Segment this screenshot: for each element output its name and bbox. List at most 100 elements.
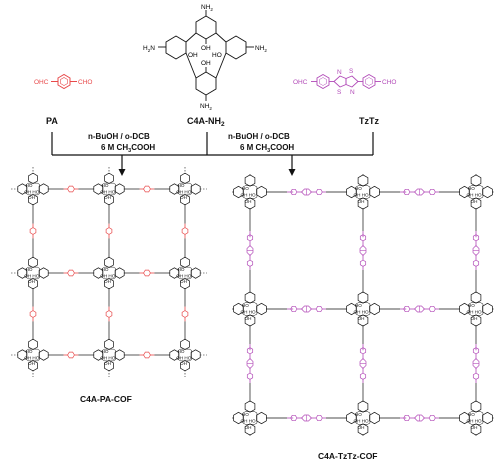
aryl-ring	[93, 183, 104, 195]
tztz-linker	[359, 208, 367, 293]
tztz-label: TzTz	[359, 116, 379, 126]
aryl-ring	[190, 349, 201, 361]
aryl-ring	[244, 400, 256, 413]
aryl-ring	[256, 185, 267, 199]
node-oh-label: OH HO	[176, 273, 191, 278]
c4a-nh2-right: NH2	[255, 45, 267, 53]
tztz-ohc-label: OHC	[293, 79, 308, 86]
node-oh-label: OH HO	[241, 419, 256, 424]
aryl-ring	[244, 291, 256, 304]
aryl-ring	[357, 400, 369, 413]
aryl-ring	[38, 267, 49, 279]
node-oh-label: OH	[471, 425, 478, 430]
aryl-ring	[244, 174, 256, 187]
node-oh-label: OH HO	[467, 310, 482, 315]
aryl-ring	[233, 411, 244, 425]
aryl-ring	[28, 193, 38, 206]
pa-monomer	[51, 73, 77, 90]
c4a-oh-2: OH	[188, 52, 198, 59]
right-conditions-line1: n-BuOH / o-DCB	[228, 132, 290, 141]
aryl-ring	[459, 185, 470, 199]
methylene-bridge	[242, 185, 258, 199]
pa-linker	[29, 204, 37, 258]
aryl-ring	[346, 411, 357, 425]
pa-linker	[48, 351, 94, 359]
tztz-n-top: N	[337, 69, 342, 76]
aryl-ring	[459, 411, 470, 425]
aryl-ring	[482, 302, 493, 316]
aryl-ring	[180, 256, 190, 269]
node-oh-label: OH HO	[467, 419, 482, 424]
aryl-ring	[190, 267, 201, 279]
node-oh-label: OH	[358, 316, 365, 321]
node-ho-label: HO	[468, 186, 475, 191]
pa-linker	[181, 204, 189, 258]
tztz-n-bottom: N	[350, 89, 355, 96]
aryl-ring	[190, 183, 201, 195]
methylene-bridge	[178, 348, 192, 362]
node-oh-label: OH	[104, 279, 111, 284]
aryl-ring	[28, 172, 38, 185]
aryl-ring	[357, 197, 369, 210]
aryl-ring	[104, 359, 114, 372]
node-ho-label: HO	[468, 303, 475, 308]
pa-cho-left-label: OHC	[34, 79, 49, 86]
tztz-s-top: S	[349, 68, 354, 75]
tztz-s-bottom: S	[337, 89, 342, 96]
node-oh-label: OH	[358, 425, 365, 430]
tztz-monomer	[311, 73, 381, 90]
node-oh-label: OH HO	[24, 355, 39, 360]
aryl-ring	[357, 423, 369, 436]
methylene-bridge	[355, 302, 371, 316]
aryl-ring	[357, 174, 369, 187]
aryl-ring	[470, 423, 482, 436]
c4a-oh-1: OH	[201, 45, 211, 52]
aryl-ring	[233, 185, 244, 199]
aryl-ring	[180, 359, 190, 372]
c4a-label: C4A-NH2	[187, 116, 225, 128]
aryl-ring	[346, 302, 357, 316]
left-conditions-line1: n-BuOH / o-DCB	[88, 132, 150, 141]
aryl-ring	[114, 267, 125, 279]
c4a-tztz-cof-label: C4A-TzTz-COF	[318, 451, 378, 461]
tztz-cho-label: CHO	[382, 79, 396, 86]
methylene-bridge	[26, 182, 40, 196]
node-oh-label: OH HO	[241, 310, 256, 315]
aryl-ring	[470, 291, 482, 304]
tztz-linker	[379, 305, 460, 313]
methylene-bridge	[468, 411, 484, 425]
node-ho-label: HO	[355, 186, 362, 191]
tztz-linker	[359, 325, 367, 402]
node-oh-label: OH HO	[354, 193, 369, 198]
methylene-bridge	[178, 266, 192, 280]
methylene-bridge	[102, 348, 116, 362]
node-oh-label: OH	[471, 316, 478, 321]
methylene-bridge	[102, 266, 116, 280]
methylene-bridge	[26, 348, 40, 362]
methylene-bridge	[468, 302, 484, 316]
aryl-ring	[28, 359, 38, 372]
node-oh-label: OH	[358, 199, 365, 204]
aryl-ring	[114, 183, 125, 195]
node-oh-label: OH	[28, 361, 35, 366]
aryl-ring	[346, 185, 357, 199]
pa-linker	[124, 185, 170, 193]
tztz-linker	[246, 208, 254, 293]
aryl-ring	[180, 338, 190, 351]
node-oh-label: OH	[245, 425, 252, 430]
node-ho-label: HO	[102, 183, 109, 188]
aryl-ring	[470, 400, 482, 413]
node-ho-label: HO	[102, 267, 109, 272]
c4a-ho-3: HO	[212, 52, 222, 59]
node-oh-label: OH HO	[100, 189, 115, 194]
c4a-pa-cof-label: C4A-PA-COF	[80, 394, 132, 404]
